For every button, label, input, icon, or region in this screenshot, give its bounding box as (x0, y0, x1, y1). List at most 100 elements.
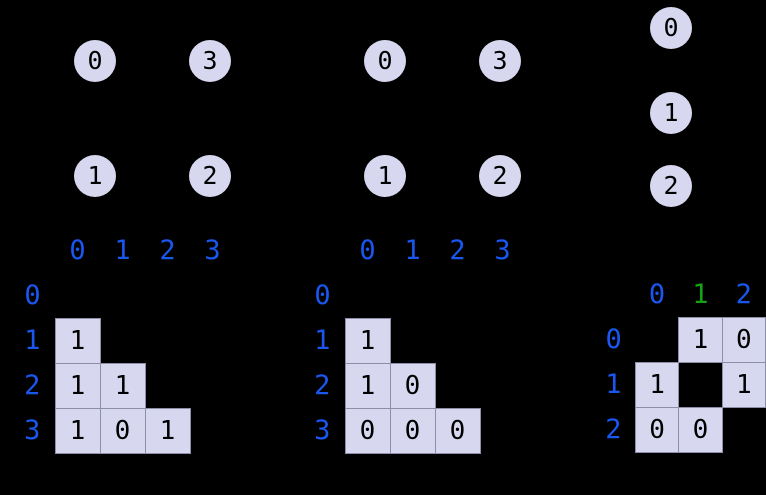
graph-node-1[interactable]: 1 (364, 155, 406, 197)
matrix-cell-empty (145, 273, 190, 318)
matrix-corner-spacer (10, 228, 55, 273)
matrix-cell-empty (100, 318, 145, 363)
matrix-col-header-1: 1 (114, 235, 131, 266)
matrix-cell[interactable]: 0 (389, 407, 436, 454)
graph-node-3[interactable]: 3 (479, 40, 521, 82)
matrix-col-header-0: 0 (69, 235, 86, 266)
matrix-cell-empty (390, 273, 435, 318)
matrix-cell-empty (190, 318, 235, 363)
graph-node-0[interactable]: 0 (74, 40, 116, 82)
matrix-cell-empty (145, 363, 190, 408)
graph-node-0[interactable]: 0 (650, 7, 692, 49)
matrix-row-label-2: 2 (314, 370, 331, 401)
matrix-cell[interactable]: 0 (344, 407, 391, 454)
graph-node-0[interactable]: 0 (364, 40, 406, 82)
matrix-cell-empty (435, 318, 480, 363)
matrix-cell[interactable]: 1 (54, 407, 101, 454)
graph-node-2[interactable]: 2 (650, 165, 692, 207)
matrix-cell-empty (190, 408, 235, 453)
matrix-cell-empty (345, 273, 390, 318)
matrix-row-label-3: 3 (314, 415, 331, 446)
matrix-cell-empty (435, 363, 480, 408)
matrix-cell[interactable]: 0 (634, 406, 680, 453)
matrix-col-header-0: 0 (359, 235, 376, 266)
matrix-cell-empty (480, 408, 525, 453)
matrix-cell[interactable]: 1 (634, 361, 680, 408)
matrix-cell-empty (480, 318, 525, 363)
matrix-row-label-2: 2 (605, 414, 622, 445)
matrix-cell[interactable]: 1 (54, 362, 101, 409)
matrix-row-label-1: 1 (24, 325, 41, 356)
matrix-col-header-3: 3 (494, 235, 511, 266)
graph-node-2[interactable]: 2 (479, 155, 521, 197)
matrix-cell[interactable]: 1 (344, 362, 391, 409)
graph-node-3[interactable]: 3 (189, 40, 231, 82)
matrix-row-label-1: 1 (314, 325, 331, 356)
matrix-cell-empty (55, 273, 100, 318)
graph-3: 0 1 2 (580, 0, 766, 230)
matrix-corner-spacer (592, 272, 635, 317)
graph-node-1[interactable]: 1 (74, 155, 116, 197)
matrix-cell[interactable]: 0 (389, 362, 436, 409)
matrix-cell-empty (679, 362, 722, 407)
matrix-cell[interactable]: 1 (344, 317, 391, 364)
matrix-col-header-2: 2 (449, 235, 466, 266)
matrix-cell-empty (390, 318, 435, 363)
matrix-col-header-2: 2 (159, 235, 176, 266)
matrix-corner-spacer (300, 228, 345, 273)
matrix-cell[interactable]: 0 (721, 316, 766, 363)
matrix-row-label-0: 0 (605, 324, 622, 355)
matrix-cell[interactable]: 1 (721, 361, 766, 408)
matrix-cell[interactable]: 1 (54, 317, 101, 364)
matrix-col-header-1: 1 (404, 235, 421, 266)
matrix-cell-empty (722, 407, 765, 452)
matrix-cell-empty (190, 273, 235, 318)
matrix-cell-empty (480, 273, 525, 318)
matrix-col-header-2: 2 (735, 278, 752, 310)
matrix-cell-empty (480, 363, 525, 408)
matrix-row-label-0: 0 (24, 280, 41, 311)
matrix-cell-empty (145, 318, 190, 363)
matrix-col-header-3: 3 (204, 235, 221, 266)
matrix-cell[interactable]: 1 (678, 316, 723, 363)
graph-node-1[interactable]: 1 (650, 92, 692, 134)
matrix-row-label-1: 1 (605, 369, 622, 400)
matrix-cell-empty (100, 273, 145, 318)
matrix-col-header-1: 1 (692, 278, 709, 310)
matrix-cell[interactable]: 0 (99, 407, 146, 454)
matrix-col-header-0: 0 (648, 279, 666, 310)
matrix-cell[interactable]: 1 (144, 407, 191, 454)
matrix-cell[interactable]: 1 (99, 362, 146, 409)
matrix-cell-empty (435, 273, 480, 318)
matrix-row: 0 (10, 273, 235, 318)
matrix-cell[interactable]: 0 (434, 407, 481, 454)
matrix-cell-empty (635, 317, 678, 362)
graph-1: 0 3 1 2 (0, 0, 290, 230)
matrix-row-label-3: 3 (24, 415, 41, 446)
matrix-cell[interactable]: 0 (678, 406, 723, 453)
matrix-cell-empty (190, 363, 235, 408)
graph-node-2[interactable]: 2 (189, 155, 231, 197)
graph-2: 0 3 1 2 (290, 0, 580, 230)
